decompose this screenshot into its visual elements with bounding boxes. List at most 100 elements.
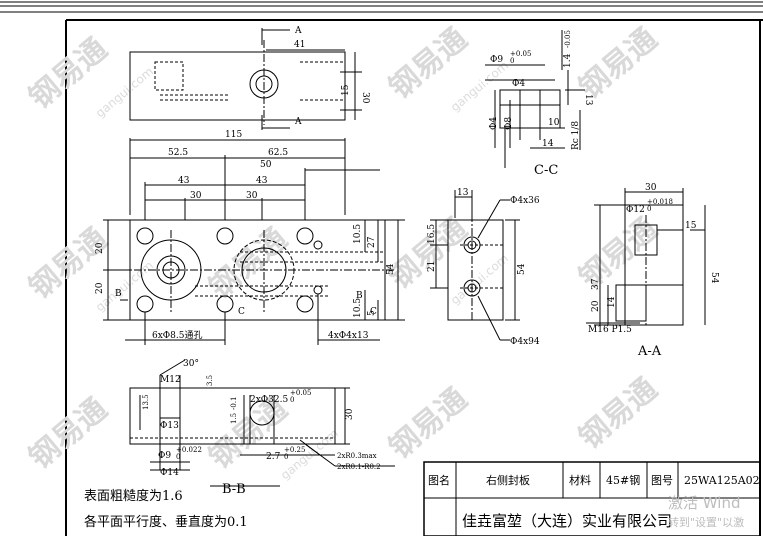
material: 45#钢 <box>606 474 640 487</box>
cc-dim-14: 14 <box>542 139 554 149</box>
aa-dim-15: 15 <box>685 221 697 231</box>
label-drawing-number: 图号 <box>651 474 673 487</box>
dim-20-lower: 20 <box>95 282 105 294</box>
dim-41: 41 <box>294 40 305 50</box>
bb-d14: Φ14 <box>160 468 179 478</box>
bb-m12: M12 <box>160 375 181 385</box>
dim-13-side: 13 <box>457 188 469 198</box>
aa-d12: Φ12 <box>626 205 645 215</box>
aa-dim-14: 14 <box>607 296 617 308</box>
cc-d4-left: Φ4 <box>489 117 499 130</box>
aa-d12-tol-upper: +0.018 <box>647 198 673 206</box>
aa-title: A-A <box>637 344 662 359</box>
dim-20-upper: 20 <box>95 242 105 254</box>
note-roughness: 表面粗糙度为1.6 <box>84 488 183 504</box>
section-b-left: B <box>115 289 122 299</box>
bb-dim-3-5: 3.5 <box>206 375 214 386</box>
label-material: 材料 <box>569 473 591 487</box>
aa-dim-37: 37 <box>591 278 601 290</box>
dim-30-right: 30 <box>246 191 258 201</box>
dim-30-left: 30 <box>190 191 202 201</box>
windows-activation-overlay: 激活 Wind 转到"设置"以激 <box>668 494 744 529</box>
watermark-8: 钢易通 <box>23 391 114 476</box>
watermark-7: 钢易通 <box>573 211 664 296</box>
watermark-site-2: gangui.com <box>448 58 511 114</box>
title-block <box>423 461 761 536</box>
dim-10-5-lower: 10.5 <box>353 298 363 318</box>
section-aa-labels: 30 Φ12 +0.018 0 15 37 20 14 54 M16 P1.5 … <box>588 183 719 359</box>
bb-d9-tol-upper: +0.022 <box>176 446 202 454</box>
dim-54-side: 54 <box>517 263 527 275</box>
cc-title: C-C <box>534 163 558 178</box>
bb-r-max: 2xR0.3max <box>337 452 377 460</box>
bb-dim-1-5-tol: -0.1 <box>230 397 238 411</box>
aa-dim-30: 30 <box>645 183 657 193</box>
bb-angle: 30° <box>183 359 199 369</box>
section-bb-labels: 30° M12 3.5 13.5 Φ13 Φ9 +0.022 0 Φ14 1.5… <box>142 359 381 497</box>
bb-dim-1-5: 1.5 <box>230 413 238 424</box>
dim-50: 50 <box>260 160 272 170</box>
aa-thread: M16 P1.5 <box>588 325 632 335</box>
section-c-right: C <box>370 307 377 317</box>
dim-5: 5 <box>367 310 377 316</box>
watermark-site-1: gangui.com <box>93 64 156 120</box>
aa-dim-20: 20 <box>591 300 601 312</box>
cc-d9-tol-upper: +0.05 <box>510 50 531 58</box>
dim-62-5: 62.5 <box>268 148 288 158</box>
section-b-right: B <box>356 291 363 301</box>
section-cc-labels: Φ9 +0.05 0 Φ4 Φ4 Φ8 10 14 13 1.4 -0.05 R… <box>489 30 593 178</box>
dim-27: 27 <box>367 236 377 248</box>
drawing-name: 右侧封板 <box>486 473 530 487</box>
front-view <box>103 138 405 345</box>
side-view-labels: 13 16.5 21 54 Φ4x36 Φ4x94 <box>427 188 540 347</box>
bb-dim-13-5: 13.5 <box>142 394 150 410</box>
section-aa-view <box>586 188 706 326</box>
bb-d9: Φ9 <box>158 451 171 461</box>
holes-blind-label: 4xΦ4x13 <box>328 331 369 341</box>
dim-115: 115 <box>225 130 242 140</box>
bb-dim-2-7-tol-lower: 0 <box>284 453 288 461</box>
section-bb-view <box>129 359 395 487</box>
top-view-labels: 41 A A 30 15 <box>294 26 370 127</box>
bb-title: B-B <box>222 482 246 497</box>
bb-dim-2-7-tol-upper: +0.25 <box>284 446 305 454</box>
bb-d13: Φ13 <box>160 421 179 431</box>
section-cc-view <box>485 30 585 168</box>
section-a-bottom: A <box>294 117 302 127</box>
cc-d4-top: Φ4 <box>512 79 525 89</box>
hole-top-label: Φ4x36 <box>510 196 540 206</box>
dim-30-top: 30 <box>360 92 370 104</box>
bb-d32-tol-upper: +0.05 <box>290 389 311 397</box>
aa-d12-tol-lower: 0 <box>647 205 651 213</box>
note-flatness: 各平面平行度、垂直度为0.1 <box>84 514 248 530</box>
cc-dim-1-4-tol: -0.05 <box>564 30 572 48</box>
holes-through-label: 6xΦ8.5通孔 <box>152 330 203 341</box>
dim-15-top: 15 <box>341 84 351 96</box>
windows-activation-line1: 激活 Wind <box>668 494 740 512</box>
dim-21: 21 <box>427 261 437 272</box>
label-drawing-name: 图名 <box>428 473 450 487</box>
company-name: 佳垚富堃（大连）实业有限公司 <box>462 512 672 530</box>
watermark-11: 钢易通 <box>573 371 664 456</box>
section-a-top: A <box>294 26 302 36</box>
cc-d9: Φ9 <box>490 55 503 65</box>
front-view-labels: 115 52.5 62.5 50 43 43 30 30 20 20 B B C… <box>95 130 396 341</box>
side-view <box>430 190 520 341</box>
bb-d32-5: 2xΦ32.5 <box>250 395 288 405</box>
bb-dim-30: 30 <box>345 408 355 420</box>
title-block-labels: 图名 右侧封板 材料 45#钢 图号 25WA125A02 佳垚富堃（大连）实业… <box>428 473 760 530</box>
section-c-left: C <box>238 307 245 317</box>
cc-d8: Φ8 <box>504 117 514 130</box>
bb-dim-2-7: 2.7 <box>266 452 281 462</box>
dim-54-front: 54 <box>386 263 396 275</box>
dim-52-5: 52.5 <box>168 148 188 158</box>
hole-bottom-label: Φ4x94 <box>510 337 540 347</box>
bb-d9-tol-lower: 0 <box>176 453 180 461</box>
dim-43-right: 43 <box>256 176 268 186</box>
cc-dim-13: 13 <box>583 94 593 106</box>
dim-43-left: 43 <box>178 176 190 186</box>
dim-10-5-upper: 10.5 <box>353 224 363 244</box>
cc-d9-tol-lower: 0 <box>510 57 514 65</box>
